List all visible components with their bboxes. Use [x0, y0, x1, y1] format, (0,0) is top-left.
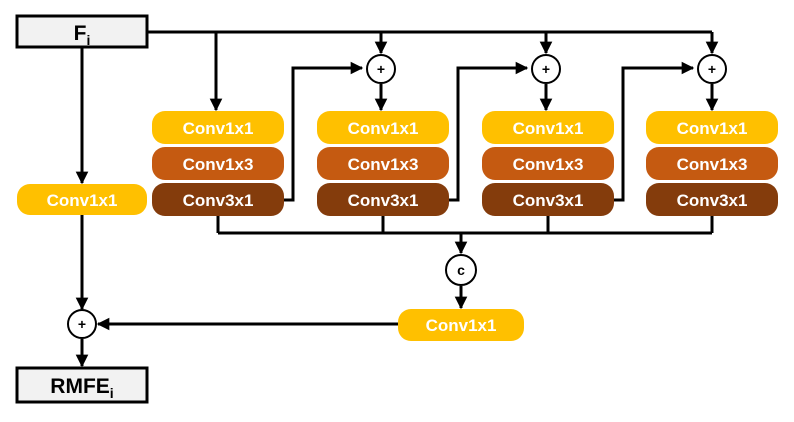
fuse-conv-block: Conv1x1: [398, 309, 524, 341]
fuse-conv-label: Conv1x1: [426, 316, 497, 335]
add-node-2-circle: [531, 54, 561, 84]
output-box: [15, 366, 149, 404]
branch-3: Conv1x1 Conv1x3 Conv3x1: [482, 111, 614, 216]
input-label: Fi: [74, 22, 91, 48]
branch2-conv3x1-label: Conv3x1: [348, 191, 419, 210]
connectors: [75, 30, 719, 368]
branch3-conv1x1-label: Conv1x1: [513, 119, 584, 138]
branch4-conv1x3-label: Conv1x3: [677, 155, 748, 174]
add-node-2: +: [531, 54, 561, 84]
add-node-3-circle: [697, 54, 727, 84]
branch3-to-add3-arrow: [613, 61, 695, 202]
branch4-conv1x1-label: Conv1x1: [677, 119, 748, 138]
branch1-conv1x3-label: Conv1x3: [183, 155, 254, 174]
branch-1: Conv1x1 Conv1x3 Conv3x1: [152, 111, 284, 216]
add-node-1-circle: [366, 54, 396, 84]
fuse-conv-box: [398, 309, 524, 341]
branch4-conv3x1-box: [646, 183, 778, 216]
add-node-3: +: [697, 54, 727, 84]
branch1-conv1x3-box: [152, 147, 284, 180]
branch2-conv1x3-box: [317, 147, 449, 180]
branch-2: Conv1x1 Conv1x3 Conv3x1: [317, 111, 449, 216]
final-add-node: +: [67, 309, 97, 339]
branch3-conv1x1-box: [482, 111, 614, 144]
add-node-3-symbol: +: [708, 61, 716, 77]
final-add-node-symbol: +: [78, 316, 86, 332]
branch3-conv3x1-box: [482, 183, 614, 216]
branch4-conv3x1-label: Conv3x1: [677, 191, 748, 210]
branch1-conv3x1-box: [152, 183, 284, 216]
branch3-conv1x3-label: Conv1x3: [513, 155, 584, 174]
side-conv-block: Conv1x1: [17, 184, 147, 215]
concat-node-circle: [445, 254, 477, 286]
branch1-conv1x1-label: Conv1x1: [183, 119, 254, 138]
side-conv-label: Conv1x1: [47, 191, 118, 210]
branch-4: Conv1x1 Conv1x3 Conv3x1: [646, 111, 778, 216]
side-conv-box: [17, 184, 147, 215]
branch3-conv3x1-label: Conv3x1: [513, 191, 584, 210]
branch4-conv1x3-box: [646, 147, 778, 180]
final-add-node-circle: [67, 309, 97, 339]
branch2-to-add2-arrow: [448, 61, 529, 202]
output-label: RMFEi: [50, 375, 113, 401]
concat-node-symbol: c: [457, 262, 465, 278]
branch4-conv1x1-box: [646, 111, 778, 144]
input-node: Fi: [15, 14, 149, 49]
add-node-1: +: [366, 54, 396, 84]
add-node-2-symbol: +: [542, 61, 550, 77]
output-node: RMFEi: [15, 366, 149, 404]
branch2-conv1x3-label: Conv1x3: [348, 155, 419, 174]
branch1-conv1x1-box: [152, 111, 284, 144]
branch2-conv3x1-box: [317, 183, 449, 216]
add-node-1-symbol: +: [377, 61, 385, 77]
branch1-to-add1-arrow: [283, 61, 364, 202]
branch1-conv3x1-label: Conv3x1: [183, 191, 254, 210]
branch2-conv1x1-label: Conv1x1: [348, 119, 419, 138]
input-box: [15, 14, 149, 49]
branch2-conv1x1-box: [317, 111, 449, 144]
concat-node: c: [445, 254, 477, 286]
branch3-conv1x3-box: [482, 147, 614, 180]
